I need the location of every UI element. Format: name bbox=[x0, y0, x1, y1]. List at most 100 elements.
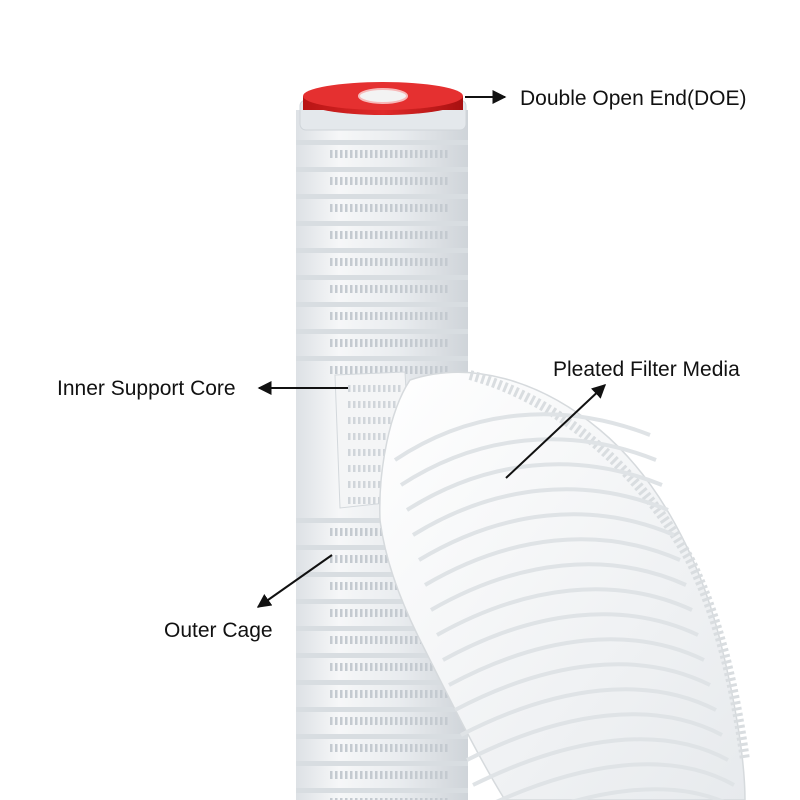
pleat-fold bbox=[442, 612, 699, 662]
cage-slot bbox=[405, 690, 408, 698]
cage-slot bbox=[360, 339, 363, 347]
cage-slot bbox=[390, 177, 393, 185]
cage-slot bbox=[410, 771, 413, 779]
cage-slot bbox=[385, 285, 388, 293]
cage-slot bbox=[400, 798, 403, 800]
cage-slot bbox=[340, 717, 343, 725]
cage-slot bbox=[385, 798, 388, 800]
cage-slot bbox=[380, 717, 383, 725]
cage-slot bbox=[345, 609, 348, 617]
cage-slot bbox=[430, 312, 433, 320]
cage-slot bbox=[375, 798, 378, 800]
core-slot bbox=[353, 497, 356, 504]
cage-slot bbox=[410, 798, 413, 800]
cage-slot bbox=[370, 555, 373, 563]
cage-slot bbox=[390, 771, 393, 779]
cage-slot bbox=[430, 177, 433, 185]
cage-slot bbox=[430, 798, 433, 800]
cage-slot bbox=[370, 582, 373, 590]
cage-ring bbox=[296, 167, 468, 172]
cage-slot bbox=[435, 366, 438, 374]
cage-slot bbox=[425, 798, 428, 800]
core-slot bbox=[368, 417, 371, 424]
cage-slot bbox=[410, 366, 413, 374]
cage-slot bbox=[350, 312, 353, 320]
cage-slot bbox=[355, 339, 358, 347]
cage-slot bbox=[335, 771, 338, 779]
cage-slot bbox=[385, 312, 388, 320]
cage-slot bbox=[405, 636, 408, 644]
core-slot bbox=[383, 385, 386, 392]
cage-slot bbox=[445, 717, 448, 725]
cage-slot bbox=[445, 366, 448, 374]
cage-slot bbox=[380, 150, 383, 158]
cage-slot bbox=[345, 690, 348, 698]
cage-slot bbox=[355, 636, 358, 644]
cage-slot bbox=[385, 717, 388, 725]
cage-slot bbox=[385, 582, 388, 590]
cage-slot bbox=[370, 231, 373, 239]
pleat-fold bbox=[448, 637, 705, 687]
cage-slot bbox=[380, 258, 383, 266]
core-slot bbox=[353, 385, 356, 392]
cage-slot bbox=[390, 285, 393, 293]
cage-slot bbox=[340, 555, 343, 563]
cage-slot bbox=[330, 312, 333, 320]
cage-slot bbox=[345, 798, 348, 800]
core-slot bbox=[368, 465, 371, 472]
core-slot bbox=[378, 465, 381, 472]
cage-slot bbox=[355, 258, 358, 266]
cage-slot bbox=[340, 609, 343, 617]
cage-slot bbox=[365, 366, 368, 374]
cage-slot bbox=[380, 798, 383, 800]
cage-slot bbox=[345, 555, 348, 563]
cage-slot bbox=[400, 717, 403, 725]
cage-slot bbox=[425, 231, 428, 239]
cage-slot bbox=[380, 663, 383, 671]
cage-slot bbox=[385, 744, 388, 752]
cage-slot bbox=[330, 339, 333, 347]
cage-slot bbox=[335, 204, 338, 212]
cage-slot bbox=[340, 258, 343, 266]
cage-slot bbox=[335, 798, 338, 800]
cage-slot bbox=[430, 690, 433, 698]
cage-slot bbox=[370, 663, 373, 671]
cage-slot bbox=[390, 312, 393, 320]
cage-slot bbox=[430, 204, 433, 212]
cage-slot bbox=[380, 690, 383, 698]
core-slot bbox=[358, 401, 361, 408]
cage-slot bbox=[415, 690, 418, 698]
cage-slot bbox=[365, 258, 368, 266]
cage-slots bbox=[330, 150, 448, 800]
cage-slot bbox=[390, 582, 393, 590]
cage-slot bbox=[375, 150, 378, 158]
cage-slot bbox=[390, 204, 393, 212]
cage-slot bbox=[360, 177, 363, 185]
cage-slot bbox=[360, 663, 363, 671]
cage-slot bbox=[340, 312, 343, 320]
cage-slot bbox=[440, 312, 443, 320]
core-slot bbox=[358, 433, 361, 440]
cage-slot bbox=[395, 690, 398, 698]
core-slot bbox=[368, 449, 371, 456]
pleat-fold bbox=[430, 562, 687, 612]
cage-slot bbox=[385, 690, 388, 698]
cage-slot bbox=[390, 744, 393, 752]
cage-slot bbox=[410, 636, 413, 644]
cage-slot bbox=[410, 177, 413, 185]
cage-slot bbox=[365, 285, 368, 293]
cage-slot bbox=[425, 771, 428, 779]
cage-slot bbox=[370, 204, 373, 212]
core-slot bbox=[353, 449, 356, 456]
core-slot bbox=[358, 481, 361, 488]
cage-slot bbox=[355, 663, 358, 671]
cage-slot bbox=[440, 744, 443, 752]
cage-slot bbox=[410, 717, 413, 725]
cage-slot bbox=[340, 366, 343, 374]
cage-slot bbox=[380, 771, 383, 779]
cage-slot bbox=[365, 744, 368, 752]
pleat-fold bbox=[495, 762, 735, 800]
core-slot bbox=[378, 433, 381, 440]
